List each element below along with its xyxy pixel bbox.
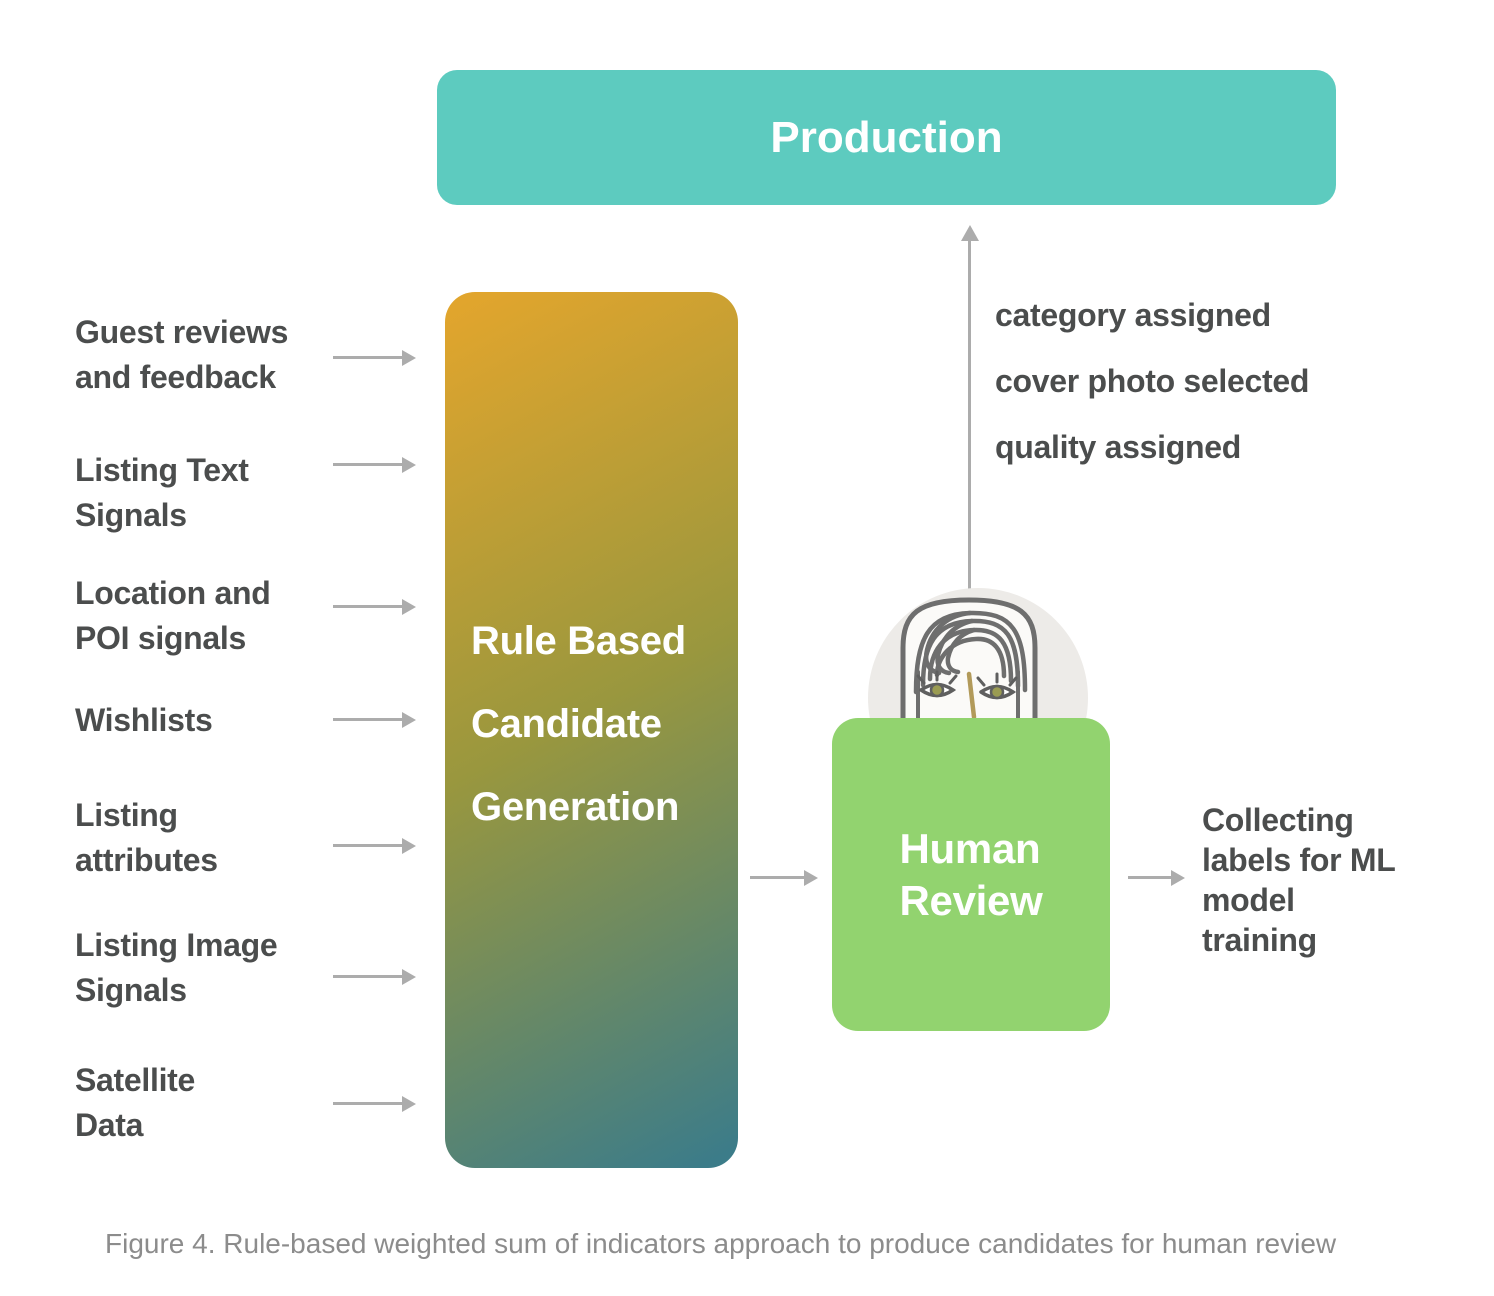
input-line: Wishlists	[75, 702, 213, 738]
input-line: Satellite	[75, 1062, 196, 1098]
input-wishlists: Wishlists	[75, 698, 213, 743]
human-review-line: Human	[899, 824, 1041, 872]
ml-training-label: Collecting labels for ML model training	[1202, 800, 1396, 960]
arrow-right-icon	[333, 711, 416, 728]
candidate-generation-box: Rule Based Candidate Generation	[445, 292, 738, 1168]
input-line: Data	[75, 1107, 144, 1143]
production-label: Production	[770, 112, 1003, 162]
arrow-right-icon	[333, 456, 416, 473]
input-line: Guest reviews	[75, 314, 289, 350]
arrow-right-icon	[1128, 869, 1185, 886]
input-line: Location and	[75, 575, 271, 611]
human-review-label: Human Review	[900, 823, 1043, 927]
production-box: Production	[437, 70, 1336, 205]
review-output-line: category assigned	[995, 297, 1271, 333]
input-line: POI signals	[75, 620, 246, 656]
ml-training-line: model	[1202, 882, 1295, 918]
ml-training-line: Collecting	[1202, 802, 1354, 838]
input-listing-attributes: Listing attributes	[75, 793, 218, 883]
input-line: attributes	[75, 842, 218, 878]
ml-training-line: training	[1202, 922, 1317, 958]
input-line: and feedback	[75, 359, 276, 395]
human-review-line: Review	[899, 876, 1043, 924]
arrow-right-icon	[333, 349, 416, 366]
arrow-right-icon	[333, 837, 416, 854]
reviewer-face-icon	[868, 588, 1088, 718]
candidate-line-1: Rule Based	[471, 619, 686, 663]
arrow-right-icon	[333, 968, 416, 985]
input-line: Listing Text	[75, 452, 249, 488]
candidate-generation-label: Rule Based Candidate Generation	[471, 600, 686, 849]
review-output-line: quality assigned	[995, 429, 1241, 465]
input-line: Signals	[75, 972, 187, 1008]
figure-caption: Figure 4. Rule-based weighted sum of ind…	[105, 1228, 1337, 1259]
input-listing-text-signals: Listing Text Signals	[75, 448, 249, 538]
review-output-line: cover photo selected	[995, 363, 1310, 399]
arrow-right-icon	[333, 1095, 416, 1112]
input-guest-reviews: Guest reviews and feedback	[75, 310, 288, 400]
input-line: Signals	[75, 497, 187, 533]
input-location-poi-signals: Location and POI signals	[75, 571, 271, 661]
candidate-line-3: Generation	[471, 785, 680, 829]
input-line: Listing Image	[75, 927, 278, 963]
input-listing-image-signals: Listing Image Signals	[75, 923, 278, 1013]
human-review-box: Human Review	[832, 718, 1110, 1031]
arrow-right-icon	[750, 869, 818, 886]
input-line: Listing	[75, 797, 178, 833]
candidate-line-2: Candidate	[471, 702, 662, 746]
review-outputs: category assigned cover photo selected q…	[995, 282, 1309, 480]
input-satellite-data: Satellite Data	[75, 1058, 195, 1148]
arrow-up-icon	[960, 225, 979, 604]
ml-training-line: labels for ML	[1202, 842, 1396, 878]
arrow-right-icon	[333, 598, 416, 615]
